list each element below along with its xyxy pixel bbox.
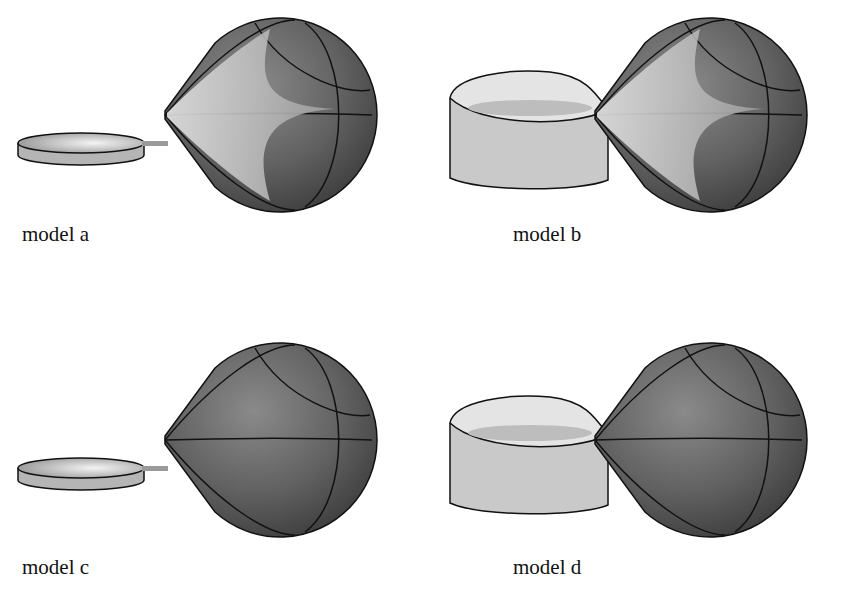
- model-label: model b: [513, 222, 581, 247]
- model-label: model d: [513, 555, 581, 580]
- model-label: model a: [22, 222, 89, 247]
- model-label: model c: [22, 555, 89, 580]
